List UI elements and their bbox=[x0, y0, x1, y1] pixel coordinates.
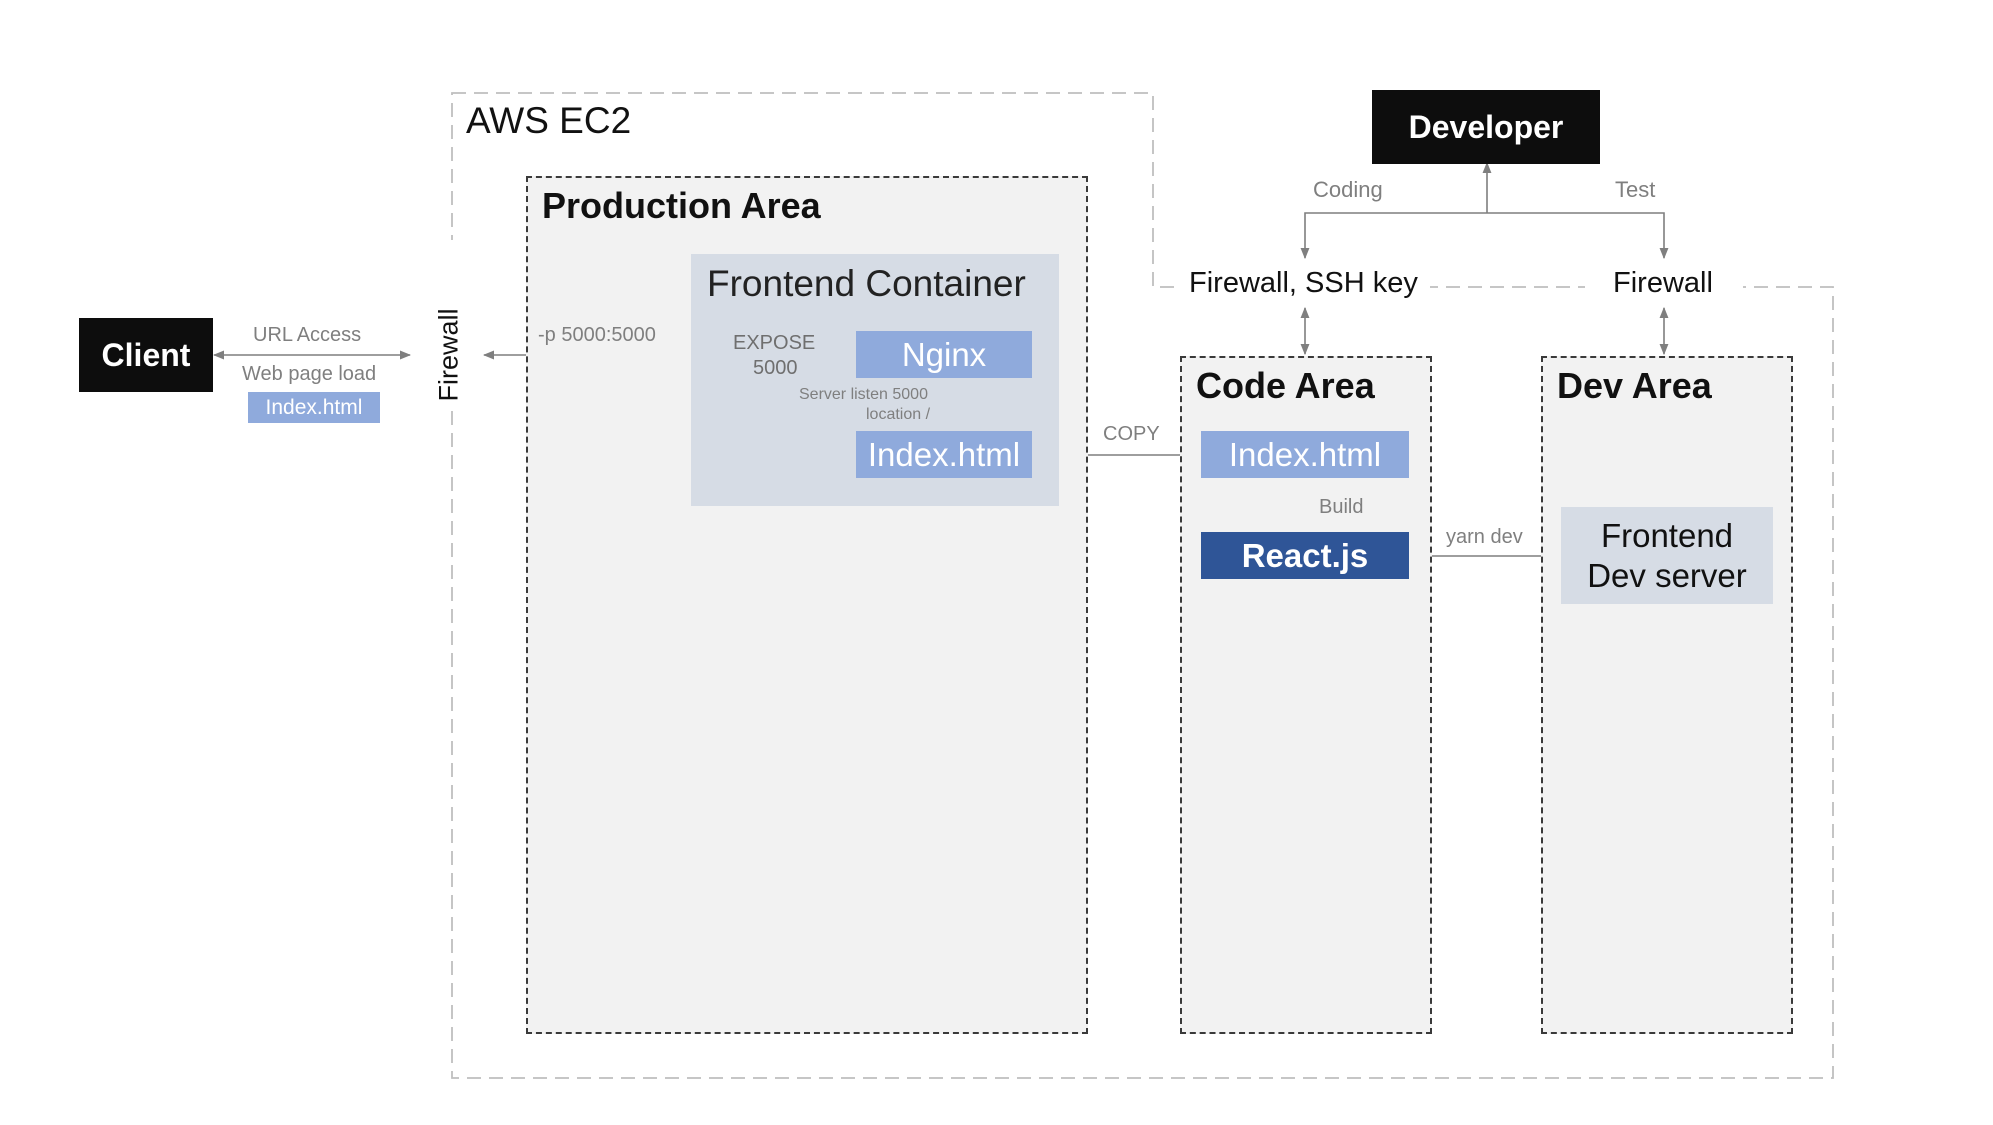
dev-area bbox=[1541, 356, 1793, 1034]
developer-box: Developer bbox=[1372, 90, 1600, 164]
nginx-label: Nginx bbox=[901, 335, 987, 373]
container-index-label: Index.html bbox=[867, 435, 1021, 473]
aws-ec2-title: AWS EC2 bbox=[466, 100, 632, 141]
code-area-title: Code Area bbox=[1196, 365, 1375, 406]
client-label: Client bbox=[101, 336, 191, 373]
dev-server-box: Frontend Dev server bbox=[1561, 507, 1773, 604]
container-index-box: Index.html bbox=[856, 431, 1032, 478]
yarn-dev-label: yarn dev bbox=[1446, 526, 1523, 548]
url-access-label: URL Access bbox=[253, 324, 362, 346]
copy-label: COPY bbox=[1103, 423, 1160, 445]
client-box: Client bbox=[79, 318, 213, 392]
boundary-gap-fw bbox=[1585, 270, 1743, 304]
dev-server-line1: Frontend bbox=[1600, 516, 1734, 554]
port-mapping-label: -p 5000:5000 bbox=[538, 324, 656, 346]
web-page-load-label: Web page load bbox=[242, 363, 377, 385]
code-index-box: Index.html bbox=[1201, 431, 1409, 478]
nginx-box: Nginx bbox=[856, 331, 1032, 378]
build-label: Build bbox=[1319, 496, 1364, 518]
coding-label: Coding bbox=[1313, 177, 1383, 202]
boundary-gap-left bbox=[440, 240, 464, 410]
firewall-right-label: Firewall bbox=[1613, 267, 1713, 299]
developer-label: Developer bbox=[1408, 108, 1564, 145]
test-label: Test bbox=[1615, 177, 1656, 202]
firewall-left: Firewall bbox=[433, 308, 464, 402]
developer-branch bbox=[1300, 212, 1669, 260]
react-label: React.js bbox=[1241, 536, 1369, 574]
react-box: React.js bbox=[1201, 532, 1409, 579]
client-index-file: Index.html bbox=[248, 392, 380, 423]
client-index-label: Index.html bbox=[265, 395, 363, 419]
location-label: location / bbox=[866, 406, 931, 423]
production-area-title: Production Area bbox=[542, 185, 821, 226]
firewall-ssh-key-label: Firewall, SSH key bbox=[1189, 267, 1418, 299]
expose-label: EXPOSE bbox=[733, 332, 816, 354]
dev-area-title: Dev Area bbox=[1557, 365, 1712, 406]
expose-port-label: 5000 bbox=[753, 357, 798, 379]
dev-server-line2: Dev server bbox=[1587, 556, 1747, 594]
boundary-gap-ssh bbox=[1180, 270, 1430, 304]
code-index-label: Index.html bbox=[1228, 435, 1382, 473]
server-listen-label: Server listen 5000 bbox=[799, 386, 928, 403]
frontend-container-title: Frontend Container bbox=[707, 263, 1026, 304]
